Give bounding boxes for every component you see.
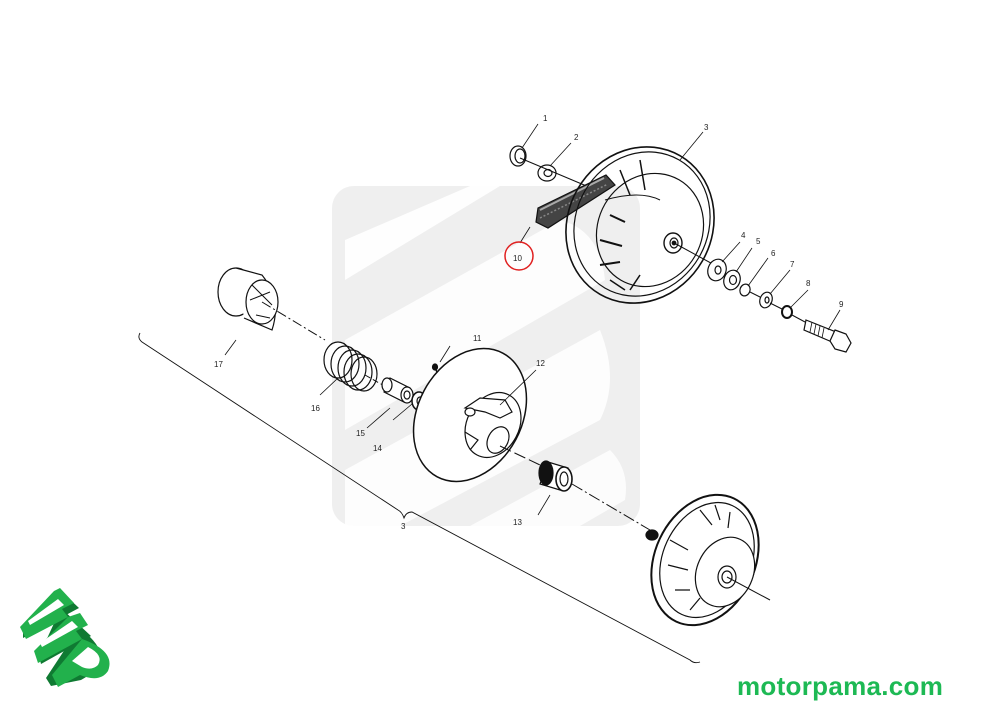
part-9-bolt[interactable] bbox=[803, 319, 852, 353]
callout-14[interactable]: 14 bbox=[373, 444, 382, 453]
callout-16[interactable]: 16 bbox=[311, 404, 320, 413]
callout-17[interactable]: 17 bbox=[214, 360, 223, 369]
callout-11[interactable]: 11 bbox=[473, 334, 482, 343]
part-16-spring[interactable] bbox=[323, 341, 378, 392]
part-6-washer[interactable] bbox=[738, 283, 752, 298]
highlight-circle bbox=[504, 241, 534, 271]
part-12-roller[interactable] bbox=[463, 397, 513, 451]
callout-5[interactable]: 5 bbox=[756, 237, 761, 246]
callout-7[interactable]: 7 bbox=[790, 260, 795, 269]
part-8-lockwasher[interactable] bbox=[781, 305, 793, 319]
part-5-washer[interactable] bbox=[721, 268, 743, 292]
part-15-bushing[interactable] bbox=[381, 377, 414, 404]
part-7-washer[interactable] bbox=[758, 290, 775, 309]
callout-12[interactable]: 12 bbox=[536, 359, 545, 368]
part-1-seal[interactable] bbox=[509, 145, 527, 167]
part-13-bearing[interactable] bbox=[538, 460, 573, 492]
callout-10[interactable]: 10 bbox=[513, 254, 522, 263]
motorpama-logo-icon bbox=[20, 588, 110, 687]
leader-lines bbox=[224, 123, 841, 516]
part-17-spider[interactable] bbox=[217, 267, 279, 331]
callout-6[interactable]: 6 bbox=[771, 249, 776, 258]
brand-website[interactable]: motorpama.com bbox=[737, 671, 944, 701]
callout-13[interactable]: 13 bbox=[513, 518, 522, 527]
assembly-bracket bbox=[138, 332, 701, 664]
callout-4[interactable]: 4 bbox=[741, 231, 746, 240]
bracket-label-3: 3 bbox=[401, 522, 406, 531]
part-4-washer[interactable] bbox=[705, 257, 729, 284]
part-10-belt[interactable] bbox=[535, 174, 616, 229]
callout-1[interactable]: 1 bbox=[543, 114, 548, 123]
callout-9[interactable]: 9 bbox=[839, 300, 844, 309]
clutch-assembly[interactable] bbox=[631, 477, 779, 643]
callout-8[interactable]: 8 bbox=[806, 279, 811, 288]
callout-15[interactable]: 15 bbox=[356, 429, 365, 438]
callout-3[interactable]: 3 bbox=[704, 123, 709, 132]
callout-2[interactable]: 2 bbox=[574, 133, 579, 142]
part-2-washer[interactable] bbox=[537, 164, 557, 182]
part-3-sheave[interactable] bbox=[538, 120, 743, 331]
